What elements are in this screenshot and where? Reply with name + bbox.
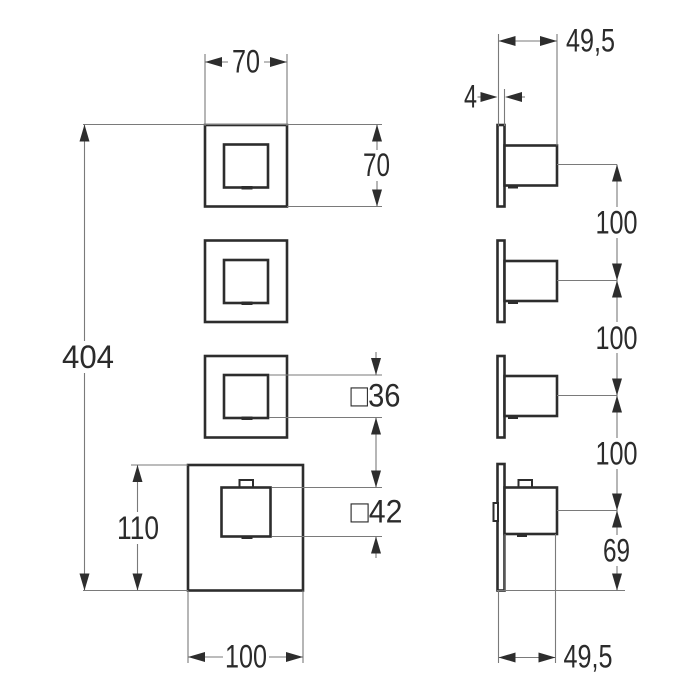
side-knob-1-notch [508, 185, 518, 189]
dim-label-plate-width: 70 [232, 44, 260, 80]
dim-label-spacing-2: 100 [596, 320, 638, 356]
front-knob-1 [222, 143, 270, 189]
dim-label-large-knob-size: □42 [351, 494, 403, 530]
front-knob-2 [222, 258, 270, 305]
side-knob-4 [503, 486, 559, 536]
dim-label-plate-thickness: 4 [464, 79, 477, 115]
front-knob-1-indicator [241, 186, 253, 190]
dim-bottom-plate-height: 110 [115, 465, 161, 591]
dim-small-knob-size: □36 [269, 352, 401, 488]
dim-label-bottom-spacing: 69 [603, 533, 630, 569]
front-knob-4 [220, 486, 272, 538]
dim-label-bottom-plate-height: 110 [117, 510, 159, 546]
dim-plate-width: 70 [204, 44, 288, 126]
side-knob-2-notch [508, 300, 518, 304]
side-knob-3-notch [508, 415, 518, 419]
side-plate-4-left-lug [492, 502, 499, 522]
dim-label-spacing-3: 100 [596, 436, 638, 472]
front-knob-3-indicator [241, 416, 253, 420]
front-knob-2-indicator [241, 301, 253, 305]
dim-knob-spacings: 100 100 100 69 [593, 164, 640, 591]
dim-total-height: 404 [60, 124, 116, 591]
dim-label-plate-height: 70 [363, 147, 390, 183]
dim-label-spacing-1: 100 [596, 205, 638, 241]
dim-label-total-height: 404 [62, 339, 114, 375]
side-knob-3 [503, 374, 559, 418]
side-knob-4-notch [517, 533, 527, 537]
dim-label-depth-top: 49,5 [566, 23, 615, 59]
front-knob-4-indicator [241, 535, 253, 539]
front-view [186, 123, 305, 592]
side-knob-2 [503, 259, 559, 303]
construction-lines [83, 123, 625, 592]
dim-label-depth-bottom: 49,5 [564, 639, 613, 675]
dim-bottom-plate-width: 100 [187, 590, 304, 675]
dim-plate-thickness: 4 [464, 79, 525, 126]
dim-depth-top: 49,5 [497, 23, 615, 146]
dim-depth-bottom: 49,5 [497, 590, 613, 675]
side-view [492, 123, 559, 663]
dim-label-bottom-plate-width: 100 [225, 639, 267, 675]
dim-label-small-knob-size: □36 [351, 378, 401, 414]
dim-large-knob-size: □42 [271, 470, 403, 558]
dim-plate-height: 70 [358, 124, 396, 207]
side-knob-1 [503, 144, 559, 187]
front-knob-3 [222, 373, 270, 420]
